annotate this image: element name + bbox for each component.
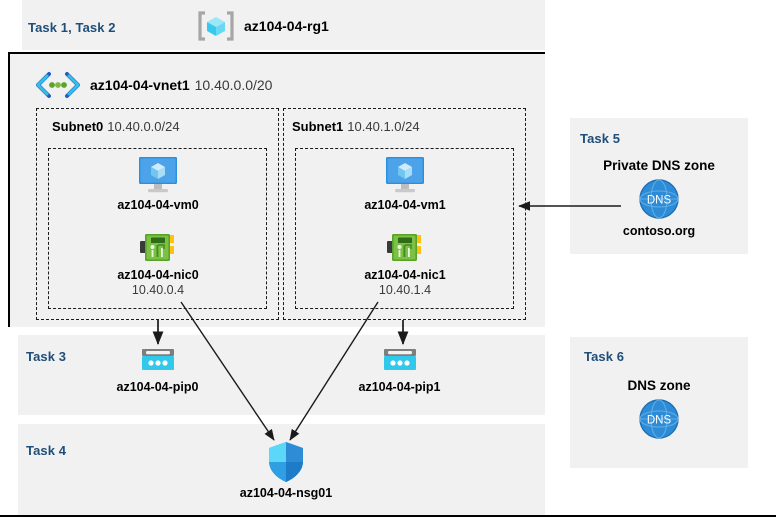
nic0-private-ip: 10.40.0.4 (131, 283, 185, 297)
virtual-network-name: az104-04-vnet1 (90, 77, 190, 93)
public-ip-icon (139, 347, 177, 377)
task-label-dns-zone: Task 6 (584, 349, 625, 364)
subnet1-inner-boundary (295, 148, 514, 309)
subnet1-name: Subnet1 (292, 119, 344, 134)
subnet0-inner-boundary (48, 148, 267, 309)
vm1-node[interactable]: az104-04-vm1 (360, 155, 450, 212)
subnet1-cidr: 10.40.1.0/24 (347, 119, 420, 134)
vm0-node[interactable]: az104-04-vm0 (113, 155, 203, 212)
public-ip-icon (381, 347, 419, 377)
network-interface-icon (385, 231, 425, 265)
pip0-node[interactable]: az104-04-pip0 (105, 347, 210, 394)
dns-zone-icon: DNS (637, 397, 681, 441)
task-label-private-dns-zone: Task 5 (580, 131, 621, 146)
public-ip-band (18, 335, 545, 415)
task-label-resource-group: Task 1, Task 2 (28, 20, 116, 35)
pip1-node[interactable]: az104-04-pip1 (347, 347, 452, 394)
resource-group-icon (196, 10, 236, 42)
subnet0-boundary (36, 108, 279, 320)
nic0-label: az104-04-nic0 (117, 268, 199, 282)
nic1-label: az104-04-nic1 (364, 268, 446, 282)
svg-text:DNS: DNS (647, 415, 672, 427)
subnet0-name: Subnet0 (52, 119, 104, 134)
dns-zone-node[interactable]: DNS zone DNS (580, 378, 738, 441)
virtual-machine-icon (135, 155, 181, 195)
task-label-public-ip: Task 3 (26, 349, 67, 364)
private-dns-zone-name: contoso.org (622, 224, 696, 238)
virtual-machine-icon (382, 155, 428, 195)
dns-zone-icon: DNS (637, 177, 681, 221)
vm0-label: az104-04-vm0 (117, 198, 199, 212)
network-interface-icon (138, 231, 178, 265)
virtual-network-title: az104-04-vnet1 10.40.0.0/20 (34, 70, 272, 100)
resource-group-name: az104-04-rg1 (244, 18, 329, 34)
nic1-private-ip: 10.40.1.4 (378, 283, 432, 297)
nsg-label: az104-04-nsg01 (239, 486, 333, 500)
vm1-label: az104-04-vm1 (364, 198, 446, 212)
private-dns-zone-heading: Private DNS zone (603, 158, 715, 173)
resource-group-title: az104-04-rg1 (196, 10, 329, 42)
svg-text:DNS: DNS (647, 195, 672, 207)
nsg-node[interactable]: az104-04-nsg01 (228, 441, 344, 500)
pip1-label: az104-04-pip1 (358, 380, 441, 394)
network-security-group-icon (266, 441, 306, 483)
dns-zone-heading: DNS zone (627, 378, 691, 393)
subnet1-boundary (283, 108, 526, 320)
virtual-network-address-space: 10.40.0.0/20 (194, 77, 273, 93)
virtual-network-box (8, 52, 545, 327)
private-dns-zone-node[interactable]: Private DNS zone DNS contoso.org (580, 158, 738, 238)
nic0-node[interactable]: az104-04-nic0 10.40.0.4 (113, 231, 203, 297)
subnet0-cidr: 10.40.0.0/24 (107, 119, 180, 134)
resource-group-band (22, 0, 545, 50)
pip0-label: az104-04-pip0 (116, 380, 199, 394)
virtual-network-icon (34, 70, 82, 100)
task-label-nsg: Task 4 (26, 443, 67, 458)
nic1-node[interactable]: az104-04-nic1 10.40.1.4 (360, 231, 450, 297)
